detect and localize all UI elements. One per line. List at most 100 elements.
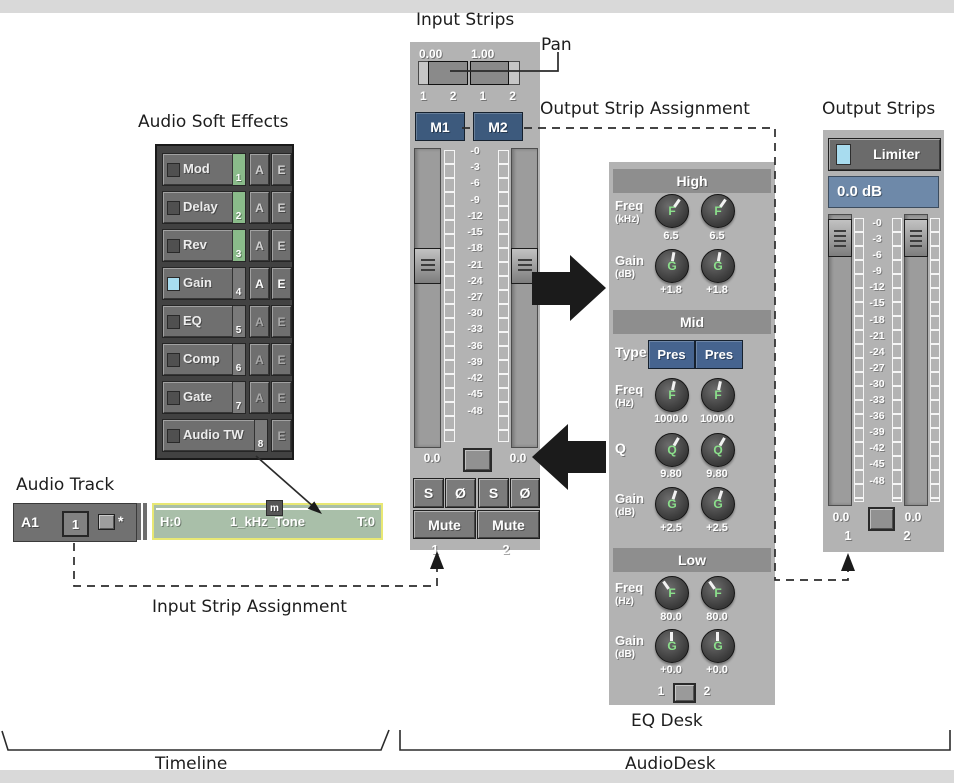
link-channel-number: 1	[657, 684, 665, 698]
strip-channel-number: 2	[903, 528, 911, 543]
phase-button[interactable]: Ø	[510, 478, 540, 508]
freq-unit: (Hz)	[615, 398, 634, 409]
eq-high-gain-knob-2[interactable]: G	[701, 249, 735, 283]
db-label: -42	[467, 372, 483, 385]
bus-button-m2[interactable]: M2	[473, 112, 523, 141]
db-label: -6	[872, 249, 882, 262]
effect-row: Gain 4 A E	[157, 267, 292, 300]
eq-link-button[interactable]	[673, 683, 696, 703]
automation-button[interactable]: A	[249, 229, 270, 262]
strip-channel-number: 2	[502, 542, 510, 557]
knob-value: 9.80	[660, 468, 682, 480]
effect-comp-button[interactable]: Comp 6	[162, 343, 246, 376]
fader-handle[interactable]	[414, 248, 441, 284]
effect-gate-button[interactable]: Gate 7	[162, 381, 246, 414]
freq-label: Freq	[615, 382, 644, 397]
db-label: -9	[470, 193, 480, 206]
automation-button[interactable]: A	[249, 191, 270, 224]
edit-button[interactable]: E	[271, 381, 292, 414]
eq-low-gain-knob-1[interactable]: G	[655, 629, 689, 663]
audio-track-header: A1 1 *	[13, 503, 137, 542]
eq-mid-freq-knob-2[interactable]: F	[701, 378, 735, 412]
db-label: -48	[467, 404, 483, 417]
fader-readout: 0.0	[509, 451, 527, 465]
eq-mid-freq-knob-1[interactable]: F	[655, 378, 689, 412]
solo-button[interactable]: S	[413, 478, 444, 508]
input-fader-2[interactable]	[511, 148, 538, 448]
edit-button[interactable]: E	[271, 229, 292, 262]
eq-high-freq-knob-2[interactable]: F	[701, 194, 735, 228]
eq-high-gain-knob-1[interactable]: G	[655, 249, 689, 283]
edit-button[interactable]: E	[271, 153, 292, 186]
pan-handle[interactable]	[428, 61, 468, 85]
track-strip-assign-button[interactable]: 1	[62, 511, 89, 537]
limiter-indicator	[836, 144, 851, 165]
audio-track-label: Audio Track	[16, 475, 115, 495]
eq-low-gain-knob-2[interactable]: G	[701, 629, 735, 663]
top-border-band	[0, 0, 954, 13]
clip-mark-tab[interactable]: m	[266, 500, 283, 516]
automation-button[interactable]: A	[249, 153, 270, 186]
knob-value: +1.8	[660, 284, 682, 296]
level-meter	[930, 218, 940, 502]
output-fader-2[interactable]	[904, 214, 928, 506]
fader-handle[interactable]	[828, 219, 852, 257]
eq-mid-q-knob-1[interactable]: Q	[655, 433, 689, 467]
level-meter	[444, 150, 455, 442]
mid-type-button-1[interactable]: Pres	[648, 340, 695, 369]
db-label: -39	[869, 426, 885, 439]
eq-high-freq-knob-1[interactable]: F	[655, 194, 689, 228]
pan-slider-2[interactable]	[470, 61, 520, 85]
db-label: -15	[467, 226, 483, 239]
timeline-label: Timeline	[155, 754, 228, 774]
edit-button[interactable]: E	[271, 419, 292, 452]
mute-button[interactable]: Mute	[477, 510, 540, 539]
pan-handle[interactable]	[470, 61, 509, 85]
input-strip-assignment-label: Input Strip Assignment	[152, 597, 347, 617]
eq-mid-q-knob-2[interactable]: Q	[701, 433, 735, 467]
fader-handle[interactable]	[904, 219, 928, 257]
edit-button[interactable]: E	[271, 267, 292, 300]
db-label: -30	[869, 377, 885, 390]
eq-mid-gain-knob-2[interactable]: G	[701, 487, 735, 521]
effect-rev-button[interactable]: Rev 3	[162, 229, 246, 262]
mid-type-button-2[interactable]: Pres	[695, 340, 743, 369]
pan-label: Pan	[541, 35, 572, 55]
db-label: -36	[467, 339, 483, 352]
input-strips-label: Input Strips	[416, 10, 515, 30]
track-option-button[interactable]	[98, 514, 115, 530]
output-fader-1[interactable]	[828, 214, 852, 506]
strip-link-button[interactable]	[463, 448, 492, 472]
effect-number: 3	[235, 249, 242, 260]
db-label: -21	[467, 258, 483, 271]
edit-button[interactable]: E	[271, 343, 292, 376]
mute-button[interactable]: Mute	[413, 510, 476, 539]
automation-button[interactable]: A	[249, 381, 270, 414]
effect-mod-button[interactable]: Mod 1	[162, 153, 246, 186]
db-label: -24	[869, 345, 885, 358]
effect-row: Gate 7 A E	[157, 381, 292, 414]
effects-to-clip-line	[255, 455, 316, 509]
freq-label: Freq	[615, 198, 644, 213]
effect-audio-tw-button[interactable]: Audio TW 8	[162, 419, 268, 452]
limiter-button[interactable]: Limiter	[828, 138, 941, 171]
automation-button[interactable]: A	[249, 305, 270, 338]
fader-handle[interactable]	[511, 248, 538, 284]
effect-eq-button[interactable]: EQ 5	[162, 305, 246, 338]
effect-delay-button[interactable]: Delay 2	[162, 191, 246, 224]
edit-button[interactable]: E	[271, 191, 292, 224]
strip-link-button[interactable]	[868, 507, 895, 531]
eq-low-freq-knob-1[interactable]: F	[655, 576, 689, 610]
edit-button[interactable]: E	[271, 305, 292, 338]
effect-gain-button[interactable]: Gain 4	[162, 267, 246, 300]
effect-row: EQ 5 A E	[157, 305, 292, 338]
eq-low-freq-knob-2[interactable]: F	[701, 576, 735, 610]
bus-button-m1[interactable]: M1	[415, 112, 465, 141]
input-fader-1[interactable]	[414, 148, 441, 448]
phase-button[interactable]: Ø	[445, 478, 476, 508]
automation-button[interactable]: A	[249, 343, 270, 376]
pan-slider-1[interactable]	[418, 61, 468, 85]
eq-mid-gain-knob-1[interactable]: G	[655, 487, 689, 521]
solo-button[interactable]: S	[478, 478, 509, 508]
automation-button[interactable]: A	[249, 267, 270, 300]
